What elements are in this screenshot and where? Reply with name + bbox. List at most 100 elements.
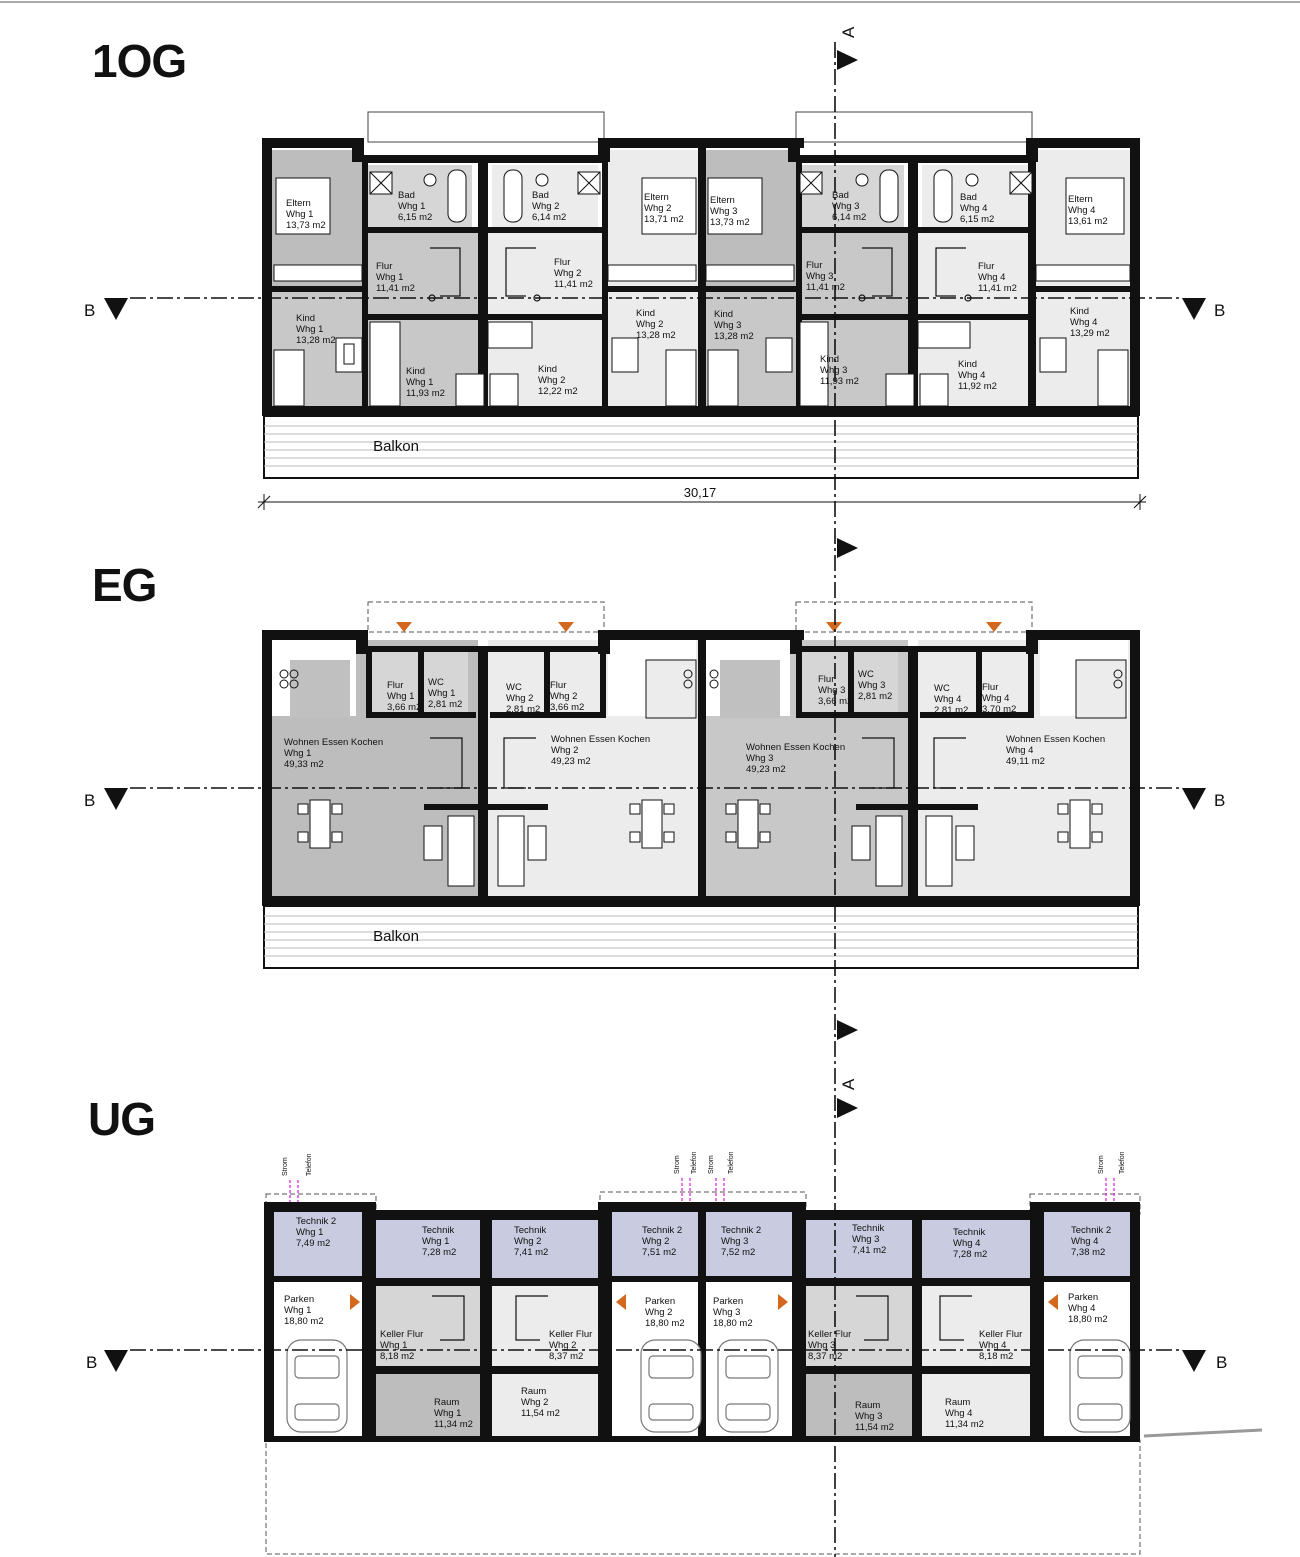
room-flur-4 (918, 232, 1028, 314)
utility-labels: Strom Telefon Strom Telefon Strom Telefo… (282, 1151, 1126, 1176)
section-lines: A A B B B B B B (84, 26, 1227, 1557)
section-label-b: B (84, 301, 95, 320)
furniture-bath (369, 169, 1033, 223)
util-strom: Strom (674, 1155, 681, 1174)
stairs-1og (428, 247, 972, 302)
counter-3 (720, 660, 780, 718)
floor-title-1og: 1OG (92, 35, 187, 87)
outline-dashed (265, 1439, 1141, 1555)
section-label-a: A (839, 26, 858, 38)
section-label-a: A (839, 1078, 858, 1090)
entrance-arrows-ug (350, 1294, 1058, 1310)
section-flags (837, 50, 858, 1118)
furniture-eg (297, 799, 1103, 887)
util-telefon: Telefon (306, 1153, 313, 1176)
canopy-outline (795, 601, 1033, 633)
hob-rings (279, 669, 1123, 689)
balcony-hatch (264, 915, 1138, 957)
roof-outline (367, 111, 605, 143)
counter-1 (290, 660, 350, 718)
section-triangles (104, 298, 1206, 1372)
cars (286, 1339, 1131, 1433)
floor-title-ug: UG (88, 1093, 156, 1145)
util-strom: Strom (282, 1157, 289, 1176)
util-telefon: Telefon (728, 1151, 735, 1174)
util-strom: Strom (1098, 1155, 1105, 1174)
walls-ug (264, 1202, 1140, 1442)
util-strom: Strom (708, 1155, 715, 1174)
section-label-b: B (1214, 301, 1225, 320)
roof-outline (795, 111, 1033, 143)
furniture-beds (273, 177, 1129, 407)
room-flur-3 (800, 232, 908, 314)
floor-title-eg: EG (92, 559, 157, 611)
counter-2 (645, 659, 697, 719)
walls-eg (262, 630, 1140, 906)
balcony-label-eg: Balkon (373, 928, 419, 945)
section-label-b: B (1216, 1353, 1227, 1372)
counter-4 (1075, 659, 1127, 719)
plan-ug: Strom Telefon Strom Telefon Strom Telefo… (264, 1151, 1263, 1555)
ramp (1143, 1428, 1263, 1438)
section-label-b: B (1214, 791, 1225, 810)
section-label-b: B (86, 1353, 97, 1372)
balcony-hatch (264, 425, 1138, 467)
util-telefon: Telefon (691, 1151, 698, 1174)
walls-1og (262, 138, 1140, 416)
util-telefon: Telefon (1119, 1151, 1126, 1174)
room-flur-2 (488, 232, 604, 314)
section-label-b: B (84, 791, 95, 810)
canopy-outline (367, 601, 605, 633)
furniture-desks (273, 264, 1131, 407)
balcony-label-1og: Balkon (373, 438, 419, 455)
entrance-arrows-eg (396, 622, 1002, 632)
raum-rooms (376, 1374, 1030, 1438)
